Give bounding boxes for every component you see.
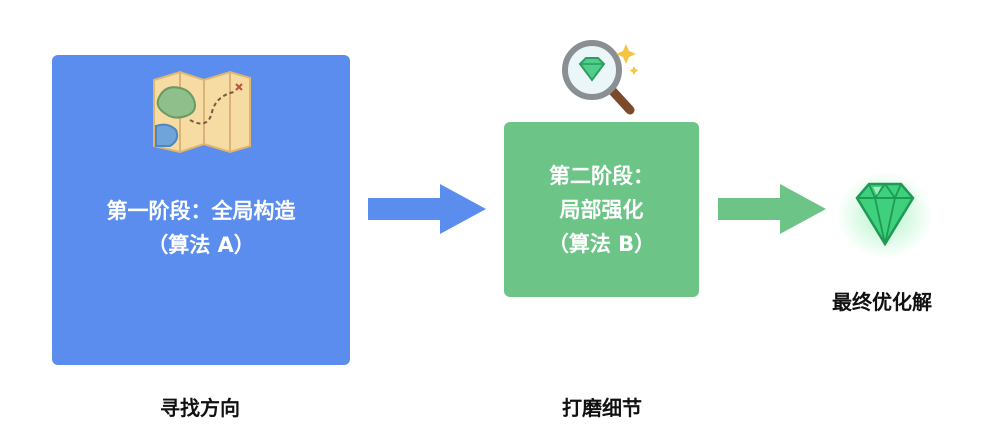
stage-2-subtitle-line2: （算法 B） bbox=[547, 231, 656, 256]
stage-1-caption: 寻找方向 bbox=[160, 396, 240, 420]
stage-2-box: 第二阶段： 局部强化 （算法 B） bbox=[504, 122, 699, 297]
map-icon bbox=[150, 70, 254, 158]
stage-2-caption: 打磨细节 bbox=[562, 396, 642, 420]
stage-2-title: 第二阶段： bbox=[549, 163, 654, 188]
diamond-icon bbox=[835, 170, 935, 264]
stage-1-title: 第一阶段：全局构造 bbox=[106, 199, 296, 223]
stage-1-subtitle: （算法 A） bbox=[147, 233, 255, 257]
stage-2-subtitle-line1: 局部强化 bbox=[559, 197, 644, 222]
result-label: 最终优化解 bbox=[832, 290, 932, 314]
arrow-right-blue-icon bbox=[368, 182, 488, 242]
magnifier-diamond-icon bbox=[560, 38, 644, 120]
arrow-right-green-icon bbox=[718, 182, 828, 242]
